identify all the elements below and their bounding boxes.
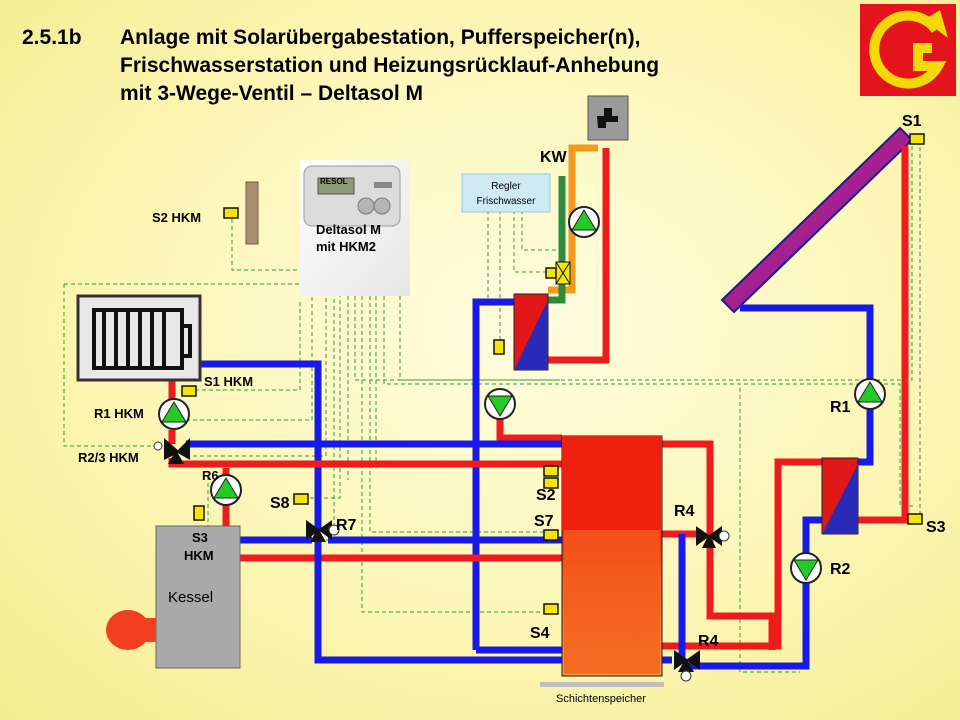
label-s3-hkm-2: HKM (184, 548, 214, 563)
hot-water-pipe (548, 148, 610, 364)
solar-flow-pipe (856, 146, 909, 524)
label-s1: S1 (902, 113, 922, 130)
regler-label-2: Frischwasser (477, 196, 537, 207)
fresh-water-heat-exchanger (513, 293, 549, 371)
label-s2-hkm: S2 HKM (152, 210, 201, 225)
three-way-valve-icon (153, 261, 730, 682)
pump-r2 (790, 552, 822, 584)
sensor-fwm (493, 339, 505, 355)
pump-icon (158, 206, 886, 584)
label-s3: S3 (926, 519, 946, 536)
label-r1: R1 (830, 399, 851, 416)
title-line-3: mit 3-Wege-Ventil – Deltasol M (120, 82, 424, 105)
hx-secondary-return (688, 516, 822, 670)
valve-r23-hkm (153, 438, 190, 464)
label-kw: KW (540, 149, 568, 166)
label-s8: S8 (270, 495, 290, 512)
sensor-s7 (543, 529, 559, 541)
sensor-s1 (909, 133, 925, 145)
sensor-s1-hkm (181, 385, 197, 397)
valve-r7 (306, 520, 340, 542)
label-s1-hkm: S1 HKM (204, 374, 253, 389)
regler-label-1: Regler (491, 181, 521, 192)
pump-fwm-secondary (568, 206, 600, 238)
circulation-pipe (548, 176, 566, 304)
fwm-primary-flow (496, 418, 562, 442)
water-tap-icon (587, 95, 629, 141)
label-r23-hkm: R2/3 HKM (78, 450, 139, 465)
page-title: 2.5.1b Anlage mit Solarübergabestation, P… (22, 24, 659, 108)
controller-label-2: mit HKM2 (316, 239, 376, 254)
label-s2: S2 (536, 487, 556, 504)
buffer-tank (540, 435, 664, 687)
label-r1-hkm: R1 HKM (94, 406, 144, 421)
label-s7: S7 (534, 513, 554, 530)
label-schichtenspeicher: Schichtenspeicher (556, 693, 646, 705)
label-kessel: Kessel (168, 589, 213, 606)
controller-label-1: Deltasol M (316, 222, 381, 237)
label-r7: R7 (336, 517, 357, 534)
deltasol-controller (300, 160, 410, 296)
outdoor-sensor (245, 181, 259, 245)
controller-brand: RESOL (320, 177, 348, 186)
regler-frischwasser-box (461, 173, 551, 213)
sensor-s3-hkm (193, 505, 205, 521)
g-logo-icon (860, 4, 956, 96)
sensor-s3 (907, 513, 923, 525)
fwm-primary-return (472, 298, 514, 650)
radiator (76, 294, 202, 382)
heating-return-pipe (182, 360, 322, 530)
sensor-s2-b (543, 477, 559, 489)
solar-heat-exchanger (821, 457, 859, 535)
title-line-2: Frischwasserstation und Heizungsrücklauf… (120, 54, 660, 77)
hx-secondary-flow (660, 458, 822, 650)
valve-fwm (555, 261, 571, 285)
title-text-1: Anlage mit Solarübergabestation, Puffers… (120, 26, 641, 49)
r4-hot-loop (660, 440, 776, 650)
valve-r4-upper (696, 526, 730, 548)
pump-r6 (210, 474, 242, 506)
label-r4-lower: R4 (698, 633, 719, 650)
label-r2: R2 (830, 561, 851, 578)
label-r4-upper: R4 (674, 503, 695, 520)
pump-r1-hkm (158, 398, 190, 430)
sensor-s8 (293, 493, 309, 505)
label-r6: R6 (202, 468, 219, 483)
solar-collector (720, 126, 914, 314)
valve-r4-lower (674, 650, 700, 682)
sensor-fwm-flow (545, 267, 557, 279)
boiler (106, 525, 241, 669)
sensor-s2-hkm (223, 207, 239, 219)
label-s3-hkm-1: S3 (192, 530, 208, 545)
title-line-1: 2.5.1b Anlage mit Solarübergabestation, P… (22, 24, 659, 52)
label-s4: S4 (530, 625, 550, 642)
sensor-s2-a (543, 465, 559, 477)
pump-fwm-primary (484, 388, 516, 420)
section-number: 2.5.1b (22, 26, 82, 49)
solar-return-pipe (740, 304, 874, 466)
sensor-s4 (543, 603, 559, 615)
pump-r1 (854, 378, 886, 410)
temperature-sensor-icon (181, 133, 925, 615)
